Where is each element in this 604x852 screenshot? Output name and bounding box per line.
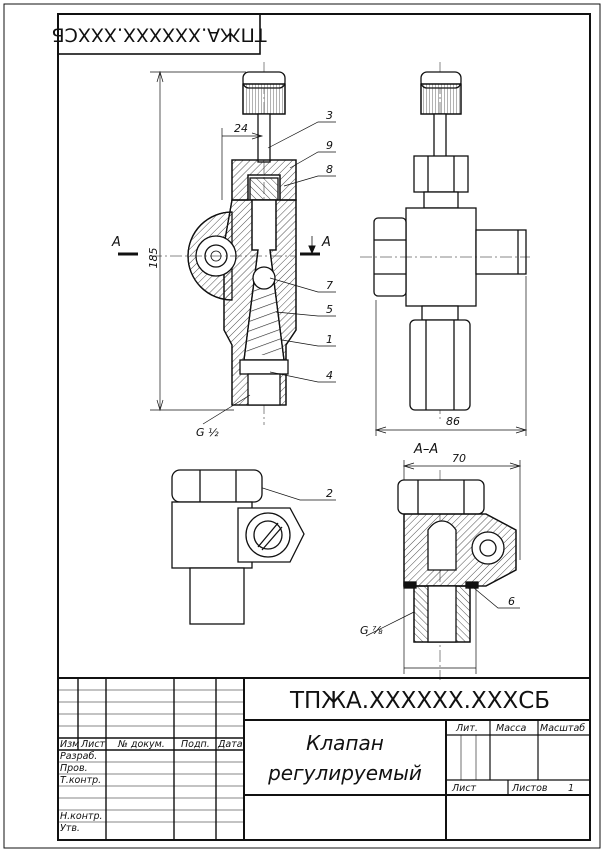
- callout-leaders: [249, 121, 520, 609]
- top-hex: [171, 469, 263, 503]
- callout-6: 6: [508, 595, 515, 608]
- role-developer: Разраб.: [60, 751, 97, 762]
- front-dimensions: [150, 70, 264, 425]
- callout-5: 5: [326, 303, 333, 316]
- document-code: ТПЖА.XXXXXX.XXXСБ: [289, 688, 550, 714]
- header-doc-no: № докум.: [117, 739, 165, 750]
- callout-3: 3: [326, 109, 333, 122]
- scale-label: Масштаб: [540, 723, 585, 734]
- top-stamp: ТПЖА.XXXXXX.XXXСБ: [52, 13, 268, 55]
- section-dimensions: [365, 460, 522, 674]
- spring: [246, 285, 282, 355]
- mass-label: Масса: [496, 723, 526, 734]
- sheets-label: Листов: [511, 783, 548, 794]
- section-hex: [397, 479, 485, 515]
- stem: [257, 113, 271, 163]
- section-label: А–А: [413, 442, 438, 457]
- header-date: Дата: [217, 739, 243, 750]
- header-list: Лист: [80, 739, 106, 750]
- side-bottom-hex: [409, 319, 471, 411]
- top-fitting: [189, 567, 245, 625]
- callout-9: 9: [326, 139, 333, 152]
- side-dimensions: [374, 276, 528, 436]
- callout-7: 7: [326, 279, 333, 292]
- dim-offset: 24: [234, 122, 248, 135]
- dim-width-side: 86: [446, 415, 460, 428]
- stage-label: Лит.: [455, 723, 478, 734]
- section-mark-right: А: [321, 235, 331, 250]
- dim-thread-section: G ⅞: [360, 624, 383, 637]
- callout-2: 2: [326, 487, 333, 500]
- part-name-line1: Клапан: [306, 731, 384, 755]
- role-checker: Пров.: [60, 763, 88, 774]
- section-mark-left: А: [111, 235, 121, 250]
- role-approved: Утв.: [60, 823, 80, 834]
- callout-4: 4: [326, 369, 333, 382]
- sheet-label: Лист: [451, 783, 477, 794]
- part-name-line2: регулируемый: [267, 761, 422, 785]
- dim-thread-bottom: G ½: [196, 426, 219, 439]
- role-tech-control: Т.контр.: [60, 775, 101, 786]
- title-block: [57, 677, 591, 841]
- side-nut: [413, 155, 469, 193]
- top-view: [171, 469, 305, 625]
- front-view: [150, 62, 297, 425]
- dim-width-section: 70: [452, 452, 466, 465]
- section-marks: А А: [111, 235, 331, 256]
- header-izm: Изм: [60, 739, 79, 750]
- header-sign: Подп.: [181, 739, 210, 750]
- section-view: [397, 470, 517, 680]
- ball: [252, 266, 276, 290]
- dim-height: 185: [147, 248, 160, 269]
- callout-1: 1: [326, 333, 333, 346]
- callout-8: 8: [326, 163, 333, 176]
- top-stamp-code: ТПЖА.XXXXXX.XXXСБ: [52, 24, 268, 46]
- sheets-count: 1: [568, 783, 574, 794]
- role-norm-control: Н.контр.: [60, 811, 103, 822]
- knob-knurl: [242, 83, 286, 115]
- side-view: [360, 62, 530, 420]
